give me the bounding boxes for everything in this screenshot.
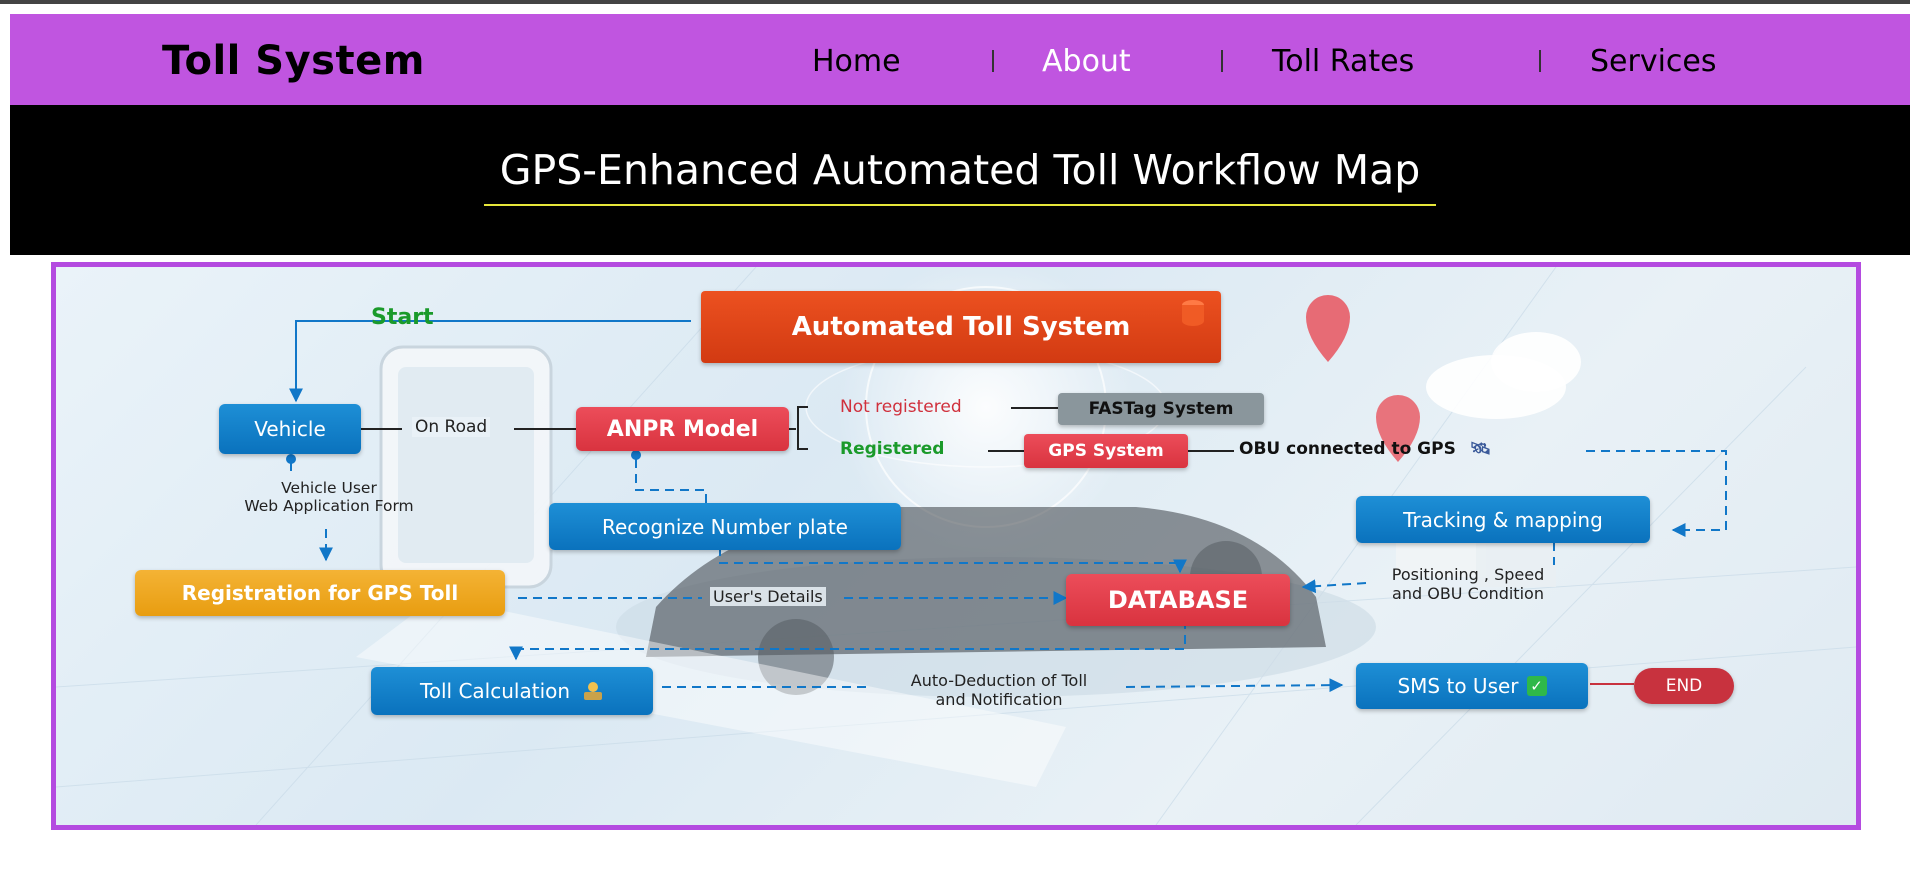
sms-to-user-label: SMS to User [1397, 674, 1519, 698]
top-border-line [0, 0, 1910, 4]
automated-toll-system-label: Automated Toll System [791, 312, 1131, 342]
vehicle-user-form-line2: Web Application Form [244, 497, 414, 515]
stack-icon [1179, 299, 1207, 329]
nav-divider [1539, 50, 1541, 72]
nav-home[interactable]: Home [812, 44, 901, 79]
positioning-label: Positioning , Speed and OBU Condition [1361, 565, 1575, 603]
users-details-label: User's Details [710, 587, 826, 606]
nav-toll-rates[interactable]: Toll Rates [1272, 44, 1415, 79]
end-node: END [1634, 668, 1734, 704]
auto-deduction-line1: Auto-Deduction of Toll [910, 671, 1088, 690]
toll-calculation-node: Toll Calculation [371, 667, 653, 715]
start-label: Start [371, 305, 434, 330]
anpr-model-node: ANPR Model [576, 407, 789, 451]
cashier-icon [582, 681, 604, 701]
fastag-system-node: FASTag System [1058, 393, 1264, 425]
nav-services[interactable]: Services [1590, 44, 1717, 79]
positioning-line2: and OBU Condition [1392, 584, 1544, 603]
sms-to-user-node: SMS to User ✓ [1356, 663, 1588, 709]
database-node: DATABASE [1066, 574, 1290, 626]
title-underline [484, 204, 1436, 206]
registered-label: Registered [840, 439, 945, 459]
tracking-mapping-node: Tracking & mapping [1356, 496, 1650, 543]
registration-gps-toll-node: Registration for GPS Toll [135, 570, 505, 616]
checkmark-icon: ✓ [1526, 676, 1547, 696]
satellite-icon: 🛰 [1469, 439, 1492, 459]
on-road-label: On Road [412, 417, 491, 437]
brand-logo[interactable]: Toll System [162, 38, 425, 84]
page-title: GPS-Enhanced Automated Toll Workflow Map [499, 146, 1421, 194]
automated-toll-system-node: Automated Toll System [701, 291, 1221, 363]
positioning-line1: Positioning , Speed [1391, 565, 1545, 584]
vehicle-node: Vehicle [219, 404, 361, 454]
nav-divider [1221, 50, 1223, 72]
auto-deduction-line2: and Notification [935, 690, 1063, 709]
obu-connected-label: OBU connected to GPS [1239, 439, 1456, 459]
auto-deduction-label: Auto-Deduction of Toll and Notification [864, 671, 1134, 709]
vehicle-user-form-line1: Vehicle User [281, 479, 377, 497]
gps-system-node: GPS System [1024, 434, 1188, 468]
vehicle-user-form-label: Vehicle User Web Application Form [224, 479, 434, 515]
toll-calculation-label: Toll Calculation [419, 679, 571, 703]
hero-banner: GPS-Enhanced Automated Toll Workflow Map [10, 105, 1910, 255]
workflow-diagram: Automated Toll System Start Vehicle On R… [51, 262, 1861, 830]
not-registered-label: Not registered [840, 397, 962, 417]
recognize-number-plate-node: Recognize Number plate [549, 503, 901, 550]
nav-about[interactable]: About [1042, 44, 1131, 79]
nav-divider [992, 50, 994, 72]
navbar: Toll System Home About Toll Rates Servic… [10, 14, 1910, 105]
